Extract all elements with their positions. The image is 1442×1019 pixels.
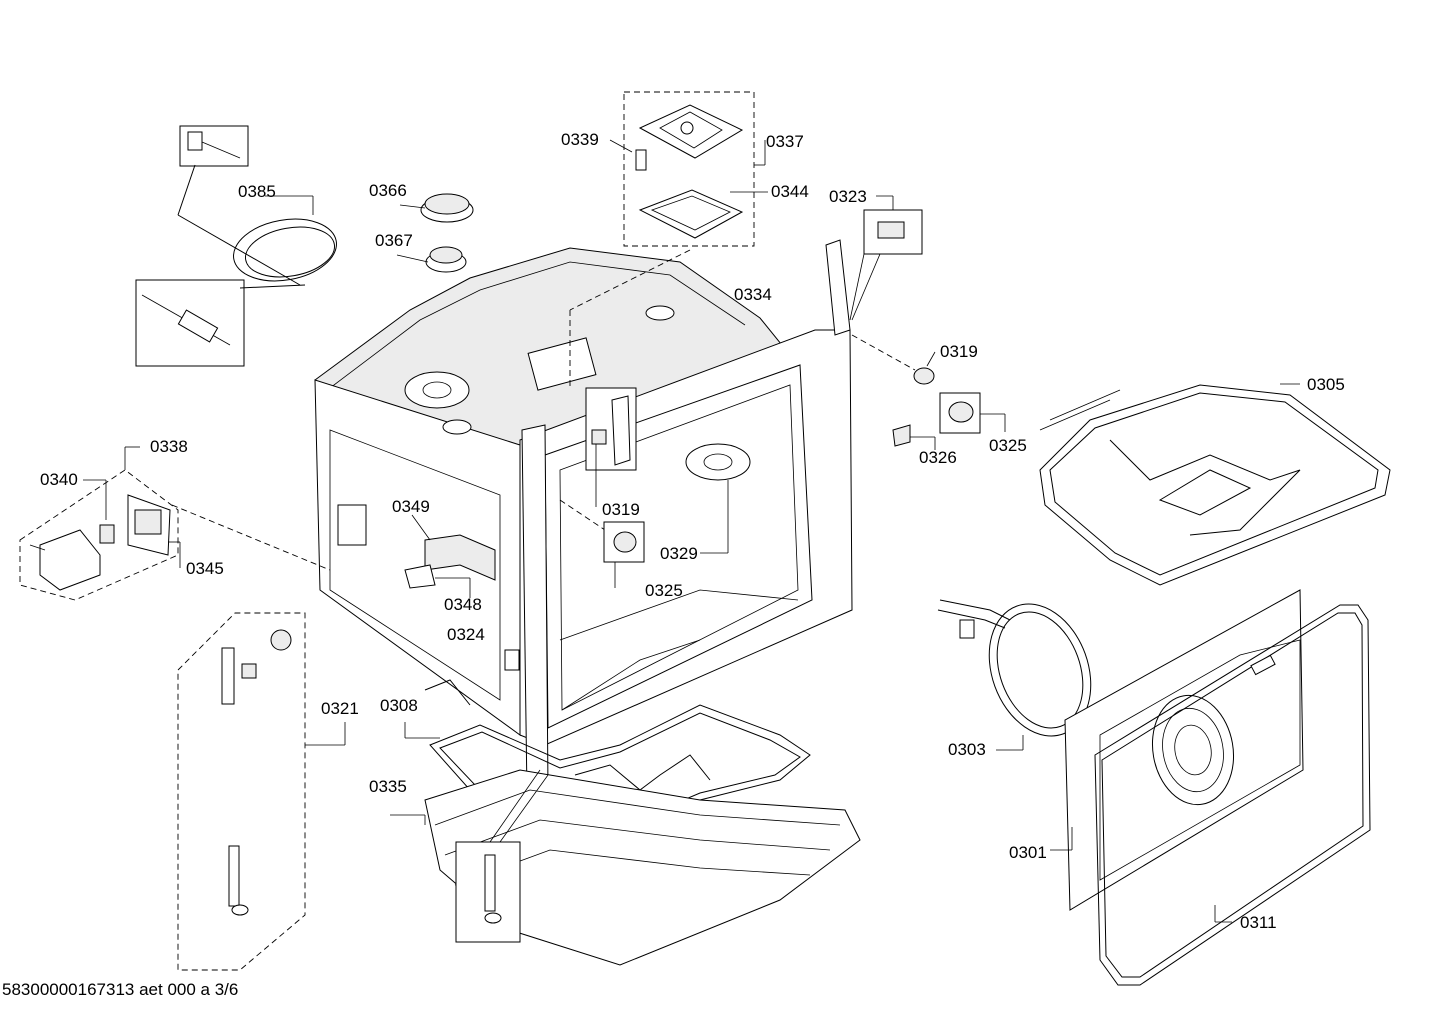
part-label-0301: 0301 [1009,843,1047,862]
part-label-0303: 0303 [948,740,986,759]
part-label-0349: 0349 [392,497,430,516]
part-label-0325-center: 0325 [645,581,683,600]
part-label-0319-right: 0319 [940,342,978,361]
part-label-0366: 0366 [369,181,407,200]
part-label-0321: 0321 [321,699,359,718]
part-label-0324: 0324 [447,625,485,644]
part-label-0311: 0311 [1240,913,1277,932]
part-label-0335: 0335 [369,777,407,796]
part-label-0334: 0334 [734,285,772,304]
part-label-0344: 0344 [771,182,809,201]
probe-cable-assembly [135,125,337,367]
part-label-0345: 0345 [186,559,224,578]
part-label-0326: 0326 [919,448,957,467]
rear-panel-and-gasket [1050,589,1371,986]
part-label-0325-right: 0325 [989,436,1027,455]
part-label-0319-center: 0319 [602,500,640,519]
lamp-assembly [609,91,768,247]
insulation-mat [390,769,861,966]
part-label-0308: 0308 [380,696,418,715]
part-labels: 0385 0366 0367 0339 0337 0344 0323 0334 … [40,130,1345,932]
lamp-parts-right [892,351,1006,450]
part-label-0323: 0323 [829,187,867,206]
brackets-0349-0348 [404,514,496,598]
part-label-0337: 0337 [766,132,804,151]
part-label-0329: 0329 [660,544,698,563]
part-label-0385: 0385 [238,182,276,201]
part-label-0339: 0339 [561,130,599,149]
part-label-0338: 0338 [150,437,188,456]
part-label-0340: 0340 [40,470,78,489]
control-lamp-assembly [19,446,181,601]
fan-covers [396,193,474,273]
drawing-reference-footer: 58300000167313 aet 000 a 3/6 [2,980,239,999]
clip-callout-0323 [849,195,923,321]
ring-heating-element [937,599,1092,751]
rail-parts-0321 [177,612,346,971]
lamp-parts-center [585,387,729,588]
part-label-0305: 0305 [1307,375,1345,394]
part-label-0367: 0367 [375,231,413,250]
part-label-0348: 0348 [444,595,482,614]
connector-lines [171,249,916,571]
grill-heating-element [1039,383,1391,586]
